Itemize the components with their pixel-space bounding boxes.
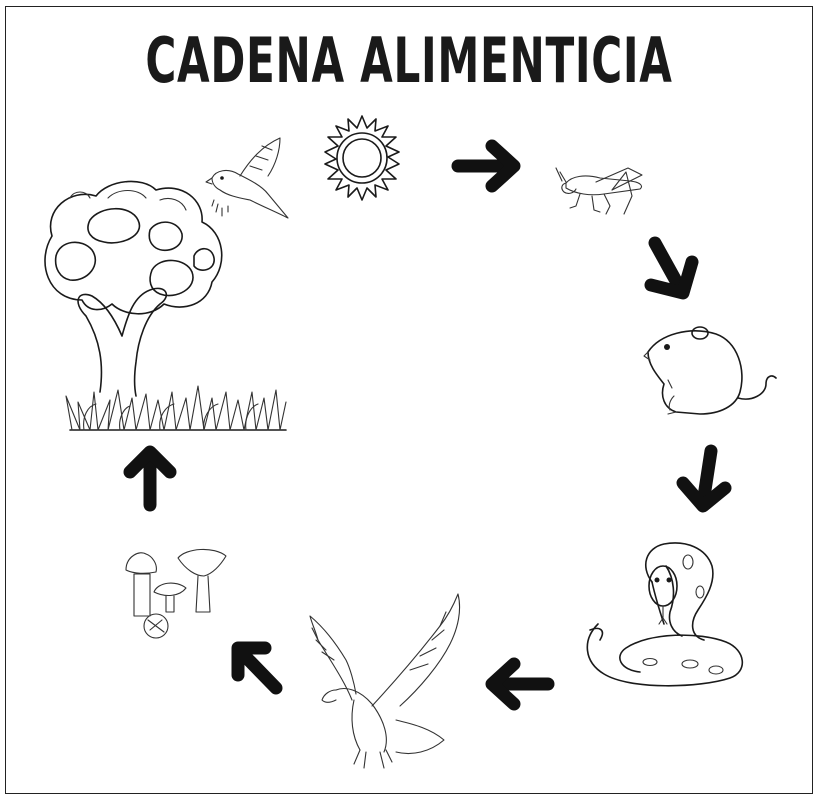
eagle-icon [309, 593, 461, 769]
grasshopper-icon [555, 167, 643, 215]
tree-icon [44, 180, 223, 397]
grass-icon [65, 385, 287, 431]
arrow-mouse-to-snake [676, 444, 732, 513]
snake-icon [586, 542, 744, 687]
arrow-grasshopper-to-mouse [644, 236, 699, 300]
page-title: CADENA ALIMENTICIA [145, 24, 673, 97]
arrow-mushrooms-to-tree [123, 445, 177, 512]
arrow-snake-to-eagle [485, 657, 555, 711]
sun-icon [324, 115, 400, 201]
mushrooms-icon [125, 548, 227, 639]
arrow-eagle-to-mushrooms [231, 641, 283, 695]
bird-icon [205, 137, 289, 219]
mouse-icon [643, 326, 777, 415]
diagram-frame [5, 6, 813, 794]
arrow-sun-to-grasshopper [451, 139, 521, 193]
